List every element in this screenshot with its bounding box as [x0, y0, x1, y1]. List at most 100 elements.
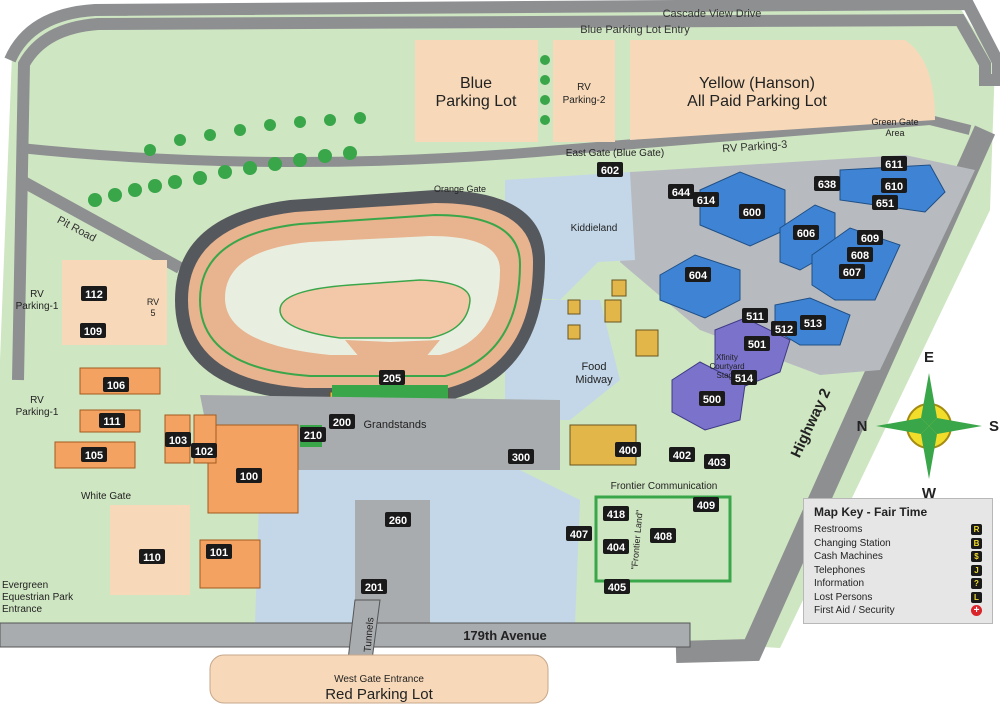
yellow-lot-label-2: All Paid Parking Lot: [687, 93, 827, 110]
building-number-606: 606: [797, 228, 815, 240]
compass-rose: [876, 373, 982, 479]
building-number-511: 511: [746, 311, 764, 323]
building-number-205: 205: [383, 373, 401, 385]
tunnels-label: Tunnels: [362, 617, 376, 653]
frontier-communication-label: Frontier Communication: [611, 481, 718, 492]
compass-s: S: [989, 418, 999, 435]
rv-parking-2: [553, 40, 615, 142]
building-tag-409: 409: [693, 497, 719, 512]
legend-restrooms-label: Restrooms: [814, 524, 863, 536]
building-number-102: 102: [195, 446, 213, 458]
building-tag-514: 514: [731, 370, 757, 385]
evergreen-label-2: Equestrian Park: [2, 592, 74, 603]
lost-persons-icon: L: [971, 591, 982, 603]
building-number-407: 407: [570, 529, 588, 541]
building-number-106: 106: [107, 380, 125, 392]
building-tag-418: 418: [603, 506, 629, 521]
legend-cash-label: Cash Machines: [814, 551, 883, 563]
building-number-260: 260: [389, 515, 407, 527]
building-number-512: 512: [775, 324, 793, 336]
building-tag-501: 501: [744, 336, 770, 351]
building-number-403: 403: [708, 457, 726, 469]
building-tag-602: 602: [597, 162, 623, 177]
rv2-label-1: RV: [577, 82, 591, 93]
food-midway-label-2: Midway: [575, 374, 613, 386]
building-tag-210: 210: [300, 427, 326, 442]
food-midway-plaza: [505, 300, 620, 420]
building-number-210: 210: [304, 430, 322, 442]
legend-changing-label: Changing Station: [814, 537, 891, 549]
tree-line: [88, 55, 550, 207]
rv-parking-west: [62, 260, 167, 345]
blue-parking-lot: [415, 40, 538, 142]
building-tag-638: 638: [814, 176, 840, 191]
legend-lost-label: Lost Persons: [814, 591, 873, 603]
building-number-610: 610: [885, 181, 903, 193]
building-tag-644: 644: [668, 184, 694, 199]
building-tag-408: 408: [650, 528, 676, 543]
building-tag-606: 606: [793, 225, 819, 240]
evergreen-label-3: Entrance: [2, 604, 42, 615]
building-tag-512: 512: [771, 321, 797, 336]
rv-parking-3-label: RV Parking-3: [722, 139, 788, 156]
building-tag-651: 651: [872, 195, 898, 210]
building-number-614: 614: [697, 195, 716, 207]
green-gate-label-1: Green Gate: [871, 117, 918, 127]
building-number-101: 101: [210, 547, 228, 559]
legend-row-phone: Telephones J: [804, 564, 992, 578]
building-number-611: 611: [885, 159, 903, 171]
building-number-651: 651: [876, 198, 894, 210]
building-tag-511: 511: [742, 308, 768, 323]
building-number-514: 514: [735, 373, 754, 385]
blue-lot-label-2: Parking Lot: [436, 93, 517, 110]
white-gate-label: White Gate: [81, 491, 131, 502]
legend-phone-label: Telephones: [814, 564, 866, 576]
building-tag-300: 300: [508, 449, 534, 464]
compass-n: N: [857, 418, 868, 435]
cascade-view-road: [4, 0, 1000, 381]
building-number-408: 408: [654, 531, 672, 543]
building-number-602: 602: [601, 165, 619, 177]
building-tag-610: 610: [881, 178, 907, 193]
cascade-view-drive-label: Cascade View Drive: [663, 8, 762, 20]
legend-row-firstaid: First Aid / Security+: [804, 604, 992, 618]
information-icon: ?: [971, 578, 982, 590]
kiddieland-label: Kiddieland: [571, 223, 618, 234]
telephone-icon: J: [971, 564, 982, 576]
west-gate-label: West Gate Entrance: [334, 674, 424, 685]
blue-parking-entry-label: Blue Parking Lot Entry: [580, 24, 690, 36]
building-tag-201: 201: [361, 579, 387, 594]
building-tag-205: 205: [379, 370, 405, 385]
building-number-513: 513: [804, 318, 822, 330]
building-tag-405: 405: [604, 579, 630, 594]
grandstands-label: Grandstands: [364, 419, 427, 431]
restroom-icon: R: [971, 524, 982, 536]
changing-station-icon: B: [971, 537, 982, 549]
building-tag-103: 103: [165, 432, 191, 447]
rv5-label-2: 5: [150, 308, 155, 318]
rv5-label-1: RV: [147, 297, 159, 307]
rv1b-label-2: Parking-1: [16, 407, 59, 418]
building-number-200: 200: [333, 417, 351, 429]
race-track: [175, 190, 545, 400]
building-number-405: 405: [608, 582, 626, 594]
building-number-112: 112: [85, 289, 103, 301]
building-tag-403: 403: [704, 454, 730, 469]
building-number-tags: 1001011021031051061091101111122002012052…: [80, 156, 907, 594]
building-number-300: 300: [512, 452, 530, 464]
building-tag-110: 110: [139, 549, 165, 564]
building-number-600: 600: [743, 207, 761, 219]
red-parking-lot: [209, 654, 549, 704]
building-tag-400: 400: [615, 442, 641, 457]
building-tag-260: 260: [385, 512, 411, 527]
rv-parking-3-road: [19, 114, 972, 167]
building-number-110: 110: [143, 552, 161, 564]
legend-row-changing: Changing Station B: [804, 537, 992, 551]
building-number-608: 608: [851, 250, 869, 262]
evergreen-label-1: Evergreen: [2, 580, 48, 591]
east-gate-label: East Gate (Blue Gate): [566, 148, 664, 159]
legend-row-info: Information?: [804, 577, 992, 591]
building-tag-101: 101: [206, 544, 232, 559]
